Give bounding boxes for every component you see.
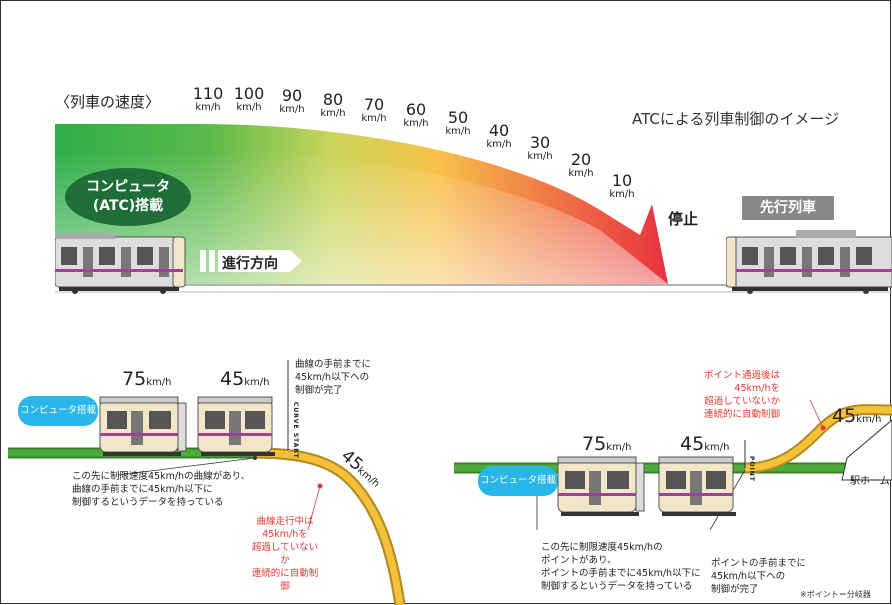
speed-75: 75km/h: [122, 368, 172, 390]
direction-label: 進行方向: [222, 256, 278, 272]
train-icon: [658, 456, 736, 516]
speed-45: 45km/h: [220, 368, 270, 390]
computer-bubble: コンピュータ搭載: [478, 466, 558, 496]
speed-45: 45km/h: [680, 433, 730, 455]
train-icon: [557, 456, 645, 516]
diagram-title: ATCによる列車制御のイメージ: [632, 110, 840, 128]
train-icon: [726, 230, 892, 294]
stop-label: 停止: [668, 210, 699, 228]
speed-curve-graphic: [55, 124, 892, 293]
curve-track-graphic: [8, 360, 406, 605]
curve-data-note: この先に制限速度45km/hの曲線があり、曲線の手前までに45km/h以下に制御…: [72, 471, 251, 508]
train-icon: [99, 396, 187, 456]
after-point-speed-45: 45km/h: [832, 405, 882, 427]
point-data-note: この先に制限速度45km/hのポイントがあり、ポイントの手前までに45km/h以…: [541, 542, 701, 592]
speed-75: 75km/h: [582, 433, 632, 455]
curve-start-sign: CURVE START: [292, 402, 299, 459]
station-platform-label: 駅ホーム: [850, 476, 890, 487]
computer-atc-badge: コンピュータ (ATC)搭載: [65, 168, 191, 226]
preceding-train-label: 先行列車: [742, 196, 834, 220]
train-icon: [55, 233, 186, 294]
speed-heading: 〈列車の速度〉: [55, 93, 161, 111]
computer-bubble: コンピュータ搭載: [18, 396, 98, 426]
footnote: ※ポイント＝分岐器: [800, 590, 871, 599]
train-icon: [197, 396, 275, 456]
point-sign: POINT: [748, 456, 755, 482]
